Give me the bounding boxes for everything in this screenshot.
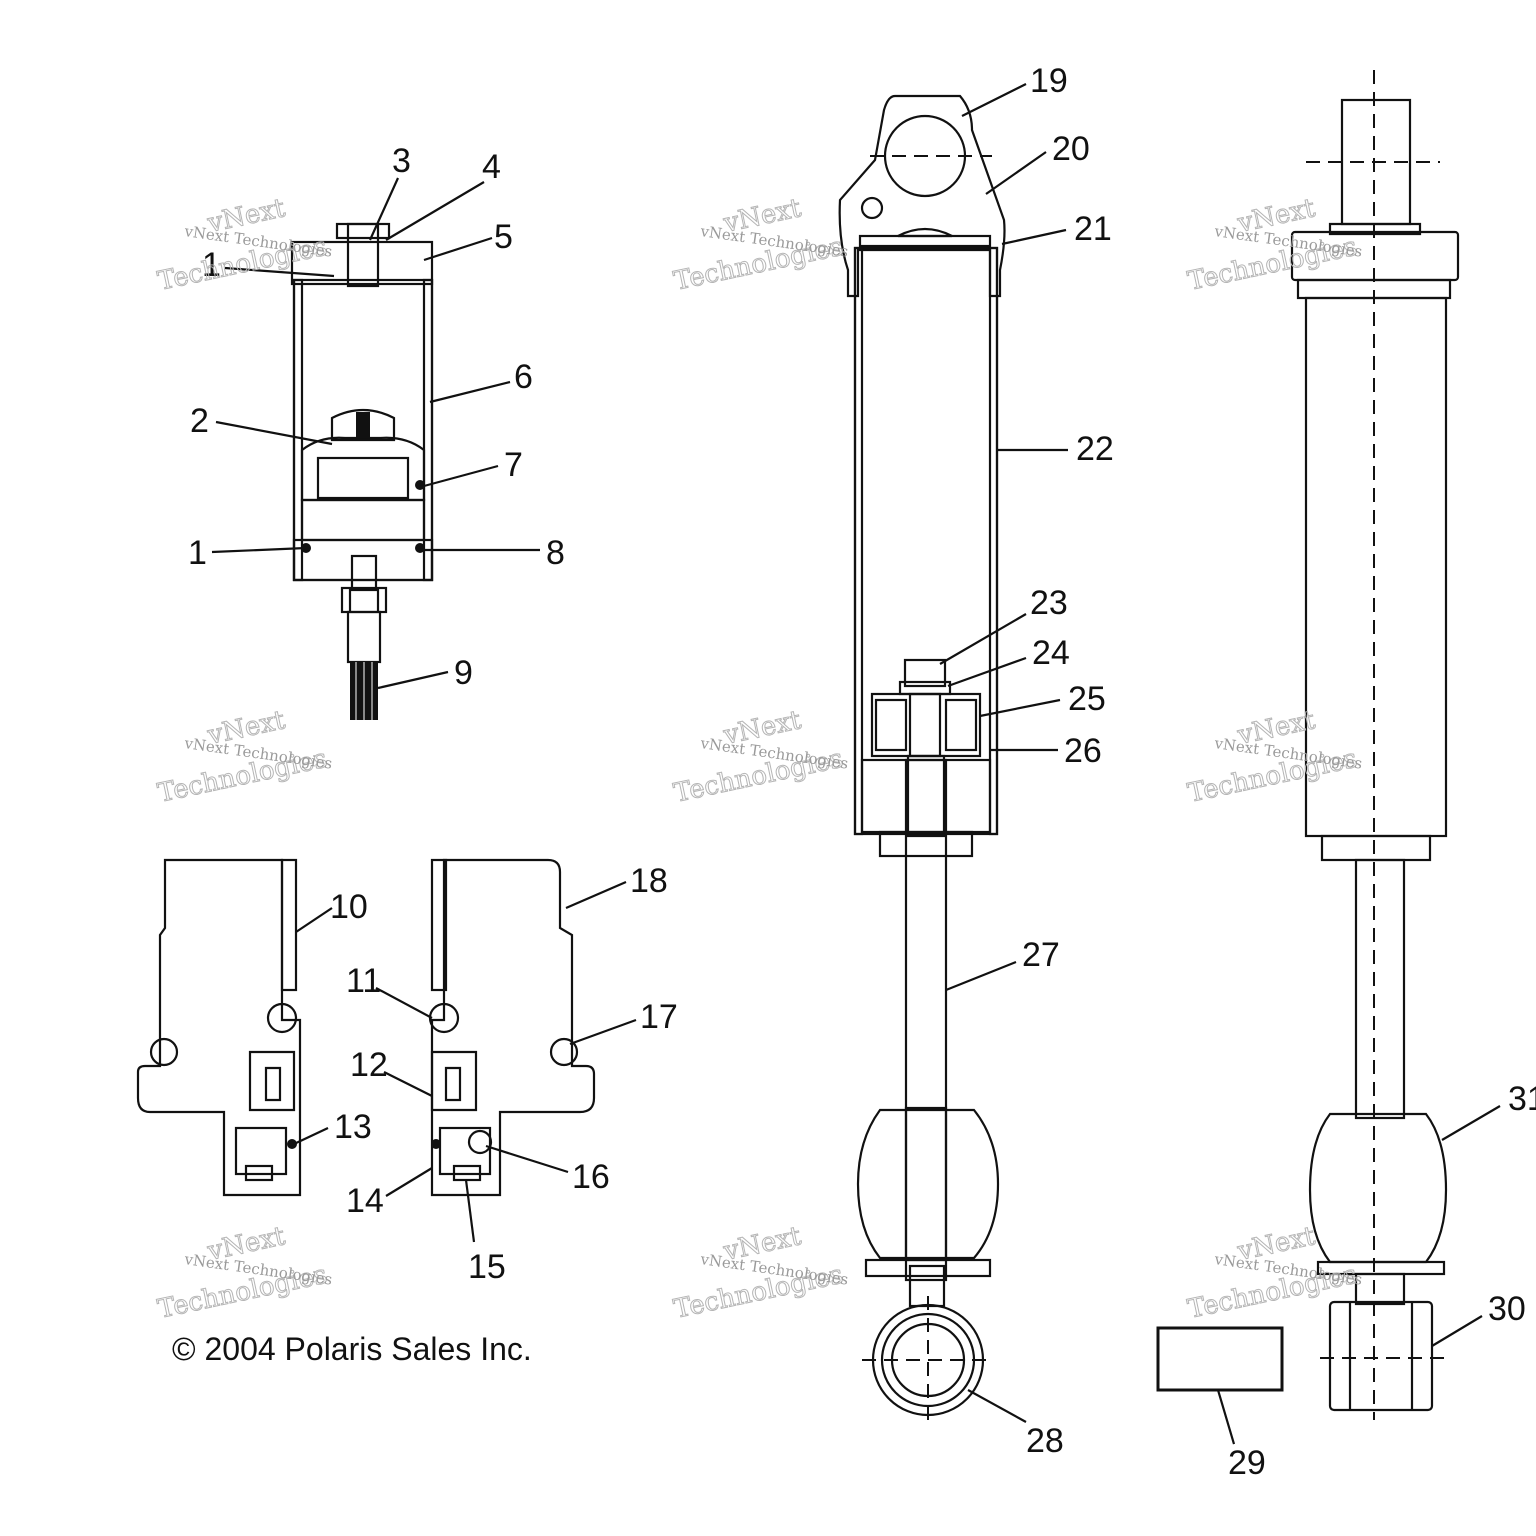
inner-o-ring-icon [266,1002,298,1034]
leader-lines [211,83,1501,1445]
callout-7: 7 [504,446,523,484]
callout-18: 18 [630,862,668,900]
callout-2: 2 [190,402,209,440]
callout-29: 29 [1228,1444,1266,1482]
bump-stop [856,1108,1000,1260]
callout-6: 6 [514,358,533,396]
callout-9: 9 [454,654,473,692]
piston [870,692,982,758]
callout-5: 5 [494,218,513,256]
reservoir-floating-piston [300,436,426,502]
hose-fitting [340,586,388,614]
callout-1a: 1 [202,246,221,284]
u-cup-seal [248,1050,296,1112]
seal-head-detail [136,858,596,1197]
exterior-shaft [1354,858,1406,1120]
callout-3: 3 [392,142,411,180]
callout-26: 26 [1064,732,1102,770]
callout-1b: 1 [188,534,207,572]
callout-13: 13 [334,1108,372,1146]
callout-11: 11 [346,962,381,1000]
callout-28: 28 [1026,1422,1064,1460]
piston-shaft [904,758,948,1282]
callout-23: 23 [1030,584,1068,622]
callout-22: 22 [1076,430,1114,468]
callout-19: 19 [1030,62,1068,100]
exterior-bump-stop [1308,1112,1448,1264]
callout-20: 20 [1052,130,1090,168]
callout-14: 14 [346,1182,384,1220]
callout-31: 31 [1508,1080,1536,1118]
top-eye-cap [838,94,1006,298]
callout-24: 24 [1032,634,1070,672]
reservoir-assembly [290,222,434,720]
bushing [234,1126,288,1176]
copyright-text: © 2004 Polaris Sales Inc. [172,1331,532,1367]
spacer-bushing [1156,1326,1284,1392]
callout-16: 16 [572,1158,610,1196]
piston-o-ring-icon [415,480,425,490]
bump-washer [864,1258,992,1278]
callout-30: 30 [1488,1290,1526,1328]
small-o-ring-icon [287,1139,297,1149]
shock-seal-head [860,758,992,834]
callout-8: 8 [546,534,565,572]
callout-4: 4 [482,148,501,186]
callout-labels: 1 1 2 3 4 5 6 7 8 9 10 11 12 13 14 15 16… [188,62,1536,1482]
callout-10: 10 [330,888,368,926]
shock-section [838,94,1006,1424]
exterior-lower-eye [1328,1300,1434,1412]
seal-head-body [136,858,302,1197]
callout-17: 17 [640,998,678,1036]
callout-25: 25 [1068,680,1106,718]
piston-nut [903,658,947,688]
callout-15: 15 [468,1248,506,1286]
reservoir-top-cap [290,240,434,286]
callout-21: 21 [1074,210,1112,248]
shaft-wall-left [280,858,298,992]
callout-27: 27 [1022,936,1060,974]
callout-12: 12 [350,1046,388,1084]
outer-o-ring-icon [149,1037,179,1067]
watermarks: Technologies vNext vNext Technologies Te… [155,193,1364,1326]
reservoir-bottom-cap [292,538,434,582]
shock-exterior [1156,70,1460,1420]
